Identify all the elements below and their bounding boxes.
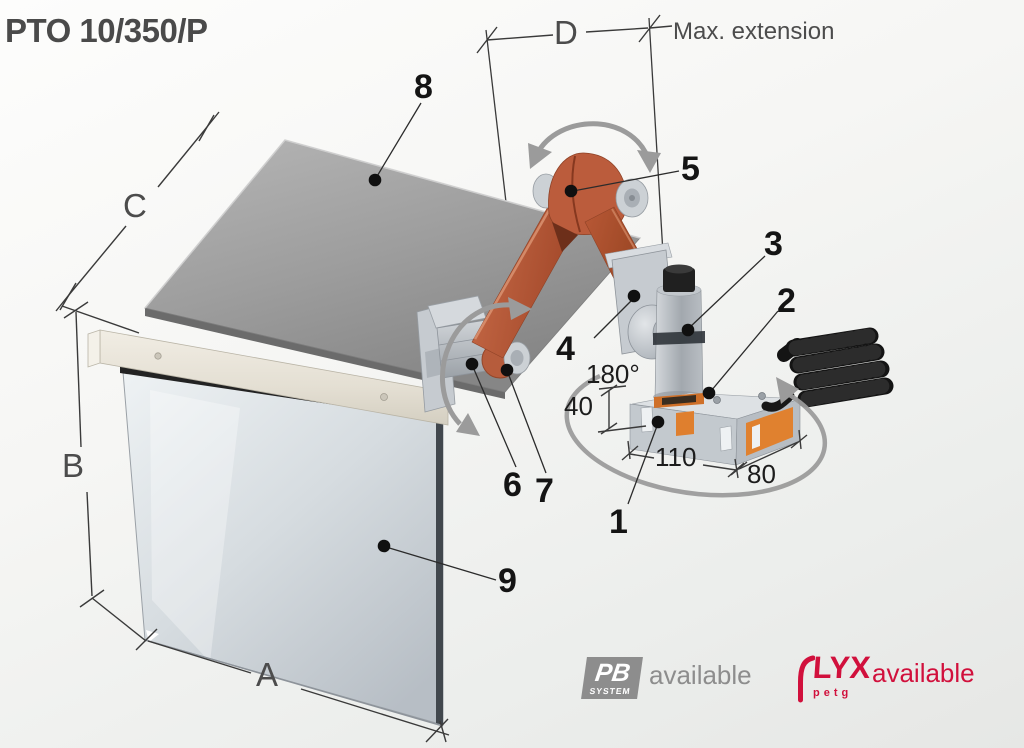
leader-dots bbox=[368, 173, 716, 553]
lyx-logo-text: LYX bbox=[811, 650, 872, 685]
pb-logo-text: PB bbox=[593, 658, 633, 687]
frame-bar bbox=[87, 329, 449, 426]
max-extension-label: Max. extension bbox=[673, 18, 835, 45]
part-label-9: 9 bbox=[498, 562, 517, 600]
dimension-lines bbox=[55, 14, 808, 743]
pb-logo-subtext: SYSTEM bbox=[589, 685, 632, 696]
dim-label-c: C bbox=[123, 187, 147, 224]
screen-panel bbox=[122, 371, 444, 727]
part-label-7: 7 bbox=[535, 472, 554, 510]
measure-length-110: 110 bbox=[655, 442, 697, 472]
part-label-5: 5 bbox=[681, 150, 700, 188]
measure-height-40: 40 bbox=[564, 391, 593, 421]
measure-rotation: 180° bbox=[586, 359, 640, 389]
leader-lines bbox=[375, 102, 779, 581]
part-label-6: 6 bbox=[503, 466, 522, 504]
part-label-2: 2 bbox=[777, 282, 796, 320]
lyx-logo-subtext: petg bbox=[813, 687, 853, 699]
cable-coil bbox=[761, 327, 894, 412]
dim-label-d: D bbox=[554, 14, 578, 51]
pb-system-logo: PB SYSTEM bbox=[581, 657, 643, 699]
measure-depth-80: 80 bbox=[747, 459, 776, 489]
dim-label-b: B bbox=[62, 447, 85, 484]
part-label-1: 1 bbox=[609, 503, 628, 541]
rotation-ellipse-180 bbox=[564, 373, 828, 498]
lyx-swoosh-icon bbox=[798, 655, 815, 703]
dim-label-a: A bbox=[256, 656, 279, 693]
part-label-4: 4 bbox=[556, 330, 575, 368]
rotation-arrow-clamp bbox=[440, 297, 532, 436]
lyx-available-label: available bbox=[872, 658, 975, 688]
pb-available-label: available bbox=[649, 660, 752, 690]
part-label-3: 3 bbox=[764, 225, 783, 263]
part-label-8: 8 bbox=[414, 68, 433, 106]
rotation-arrow-top bbox=[528, 121, 661, 173]
page-title: PTO 10/350/P bbox=[5, 12, 208, 49]
